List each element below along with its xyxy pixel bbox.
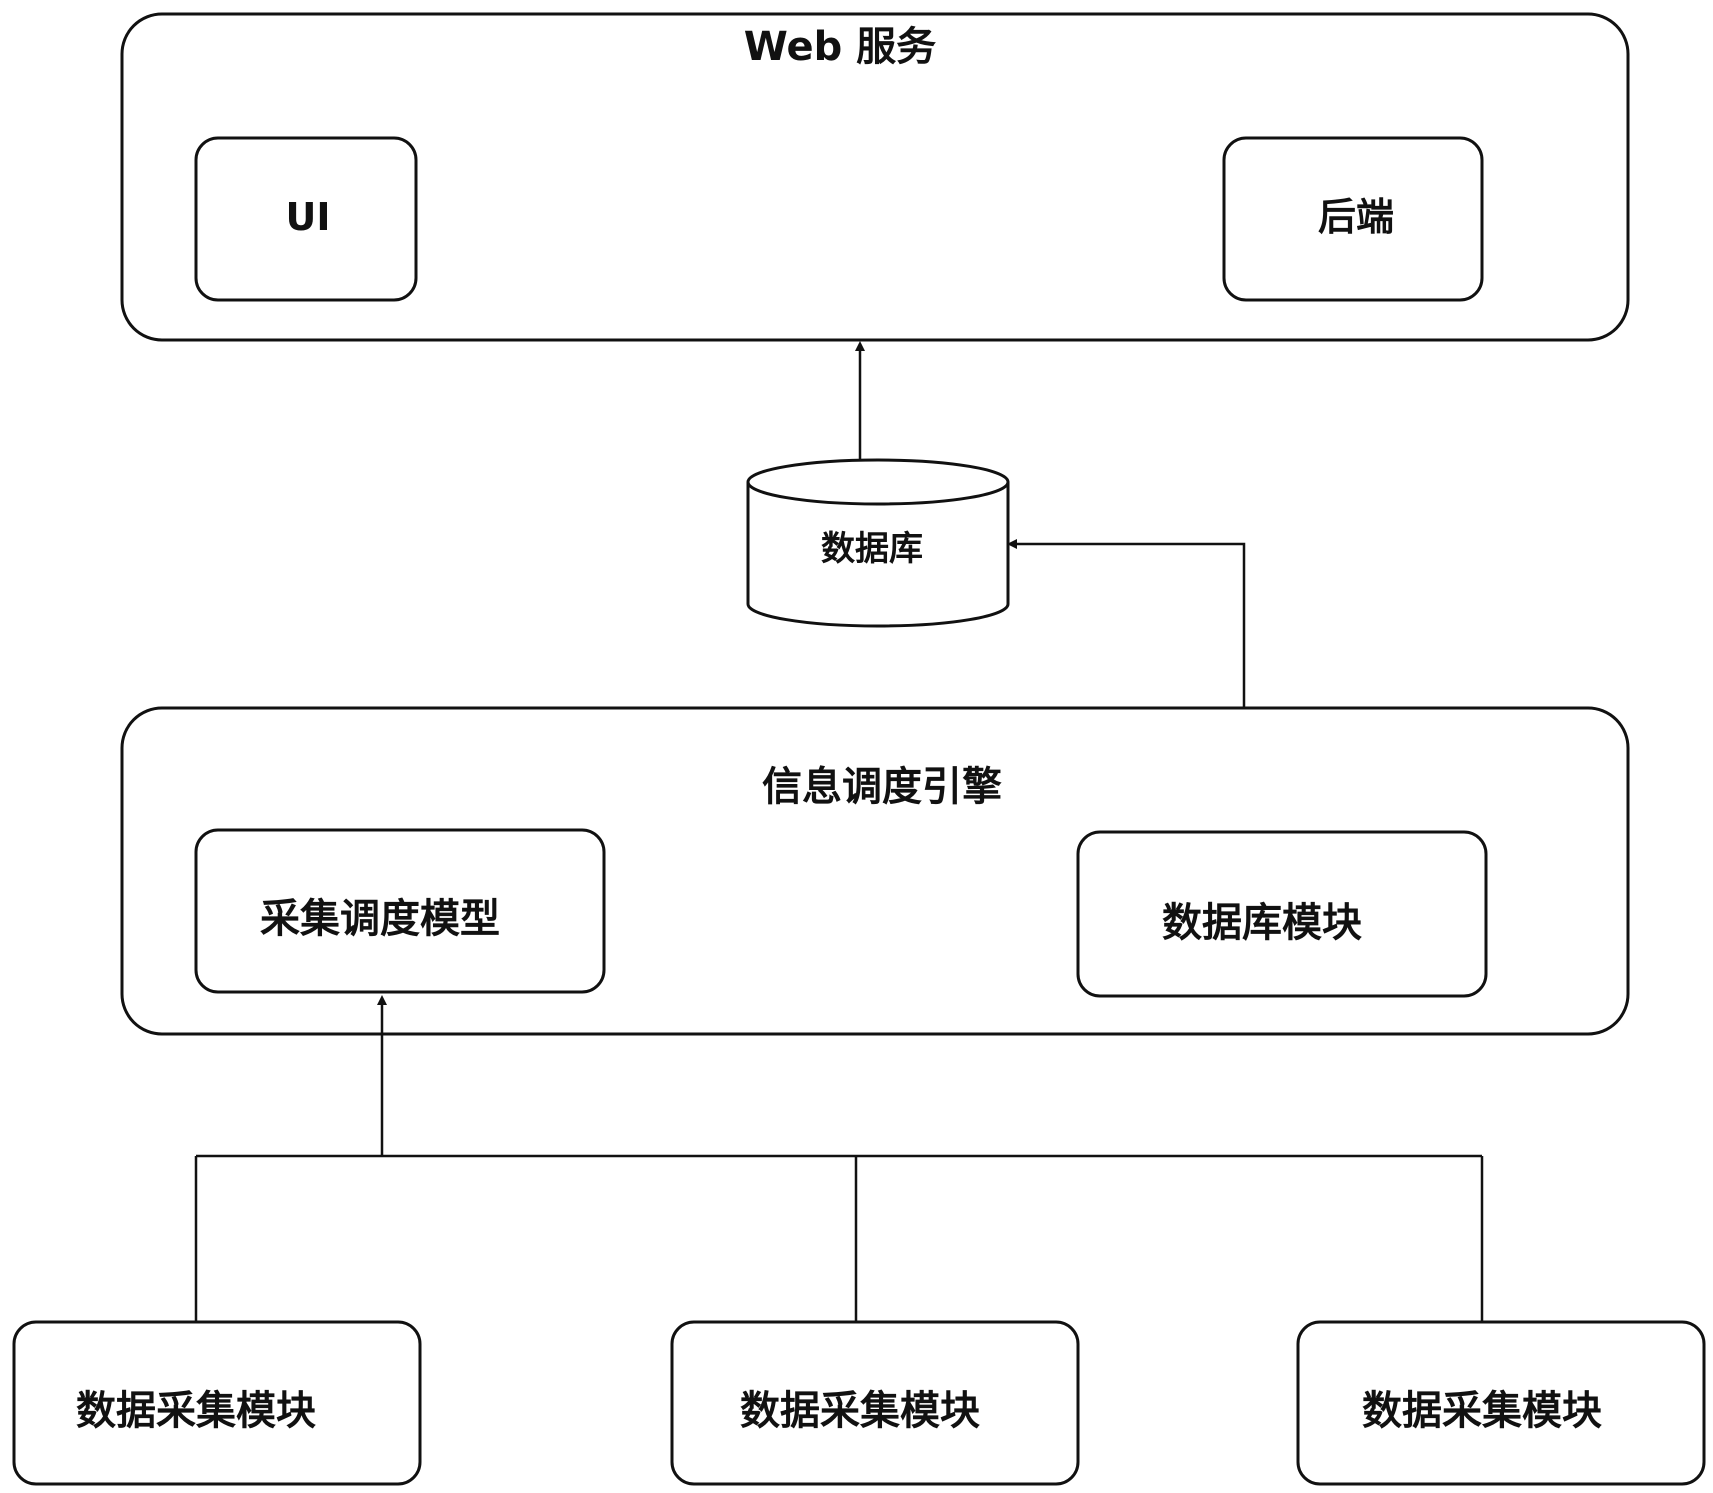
collector-label-2: 数据采集模块 bbox=[740, 1388, 980, 1434]
web-service-title: Web 服务 bbox=[744, 24, 936, 70]
scheduler-box bbox=[194, 828, 606, 994]
database-label: 数据库 bbox=[821, 529, 923, 569]
backend-label: 后端 bbox=[1318, 195, 1394, 239]
db-module-box bbox=[1076, 830, 1488, 998]
collector-label-3: 数据采集模块 bbox=[1362, 1388, 1602, 1434]
scheduler-label: 采集调度模型 bbox=[260, 896, 500, 942]
collector-box-3 bbox=[1296, 1320, 1706, 1486]
engine-title: 信息调度引擎 bbox=[762, 764, 1002, 810]
ui-box bbox=[194, 136, 418, 302]
ui-label: UI bbox=[286, 195, 331, 239]
db-module-label: 数据库模块 bbox=[1162, 900, 1362, 946]
collector-box-1 bbox=[12, 1320, 422, 1486]
collector-label-1: 数据采集模块 bbox=[76, 1388, 316, 1434]
database-cylinder bbox=[746, 458, 1010, 628]
collector-box-2 bbox=[670, 1320, 1080, 1486]
backend-box bbox=[1222, 136, 1484, 302]
